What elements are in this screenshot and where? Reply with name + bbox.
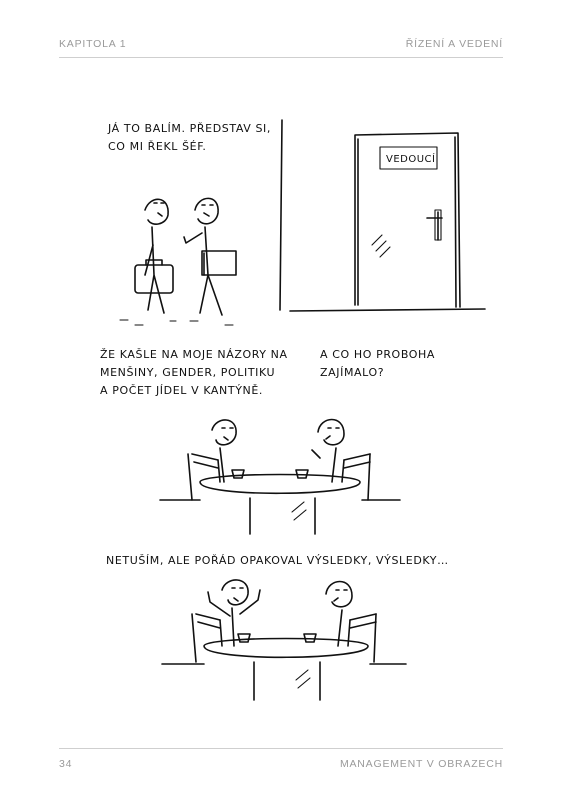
running-footer: 34 Management v obrazech xyxy=(59,758,503,770)
header-rule xyxy=(59,57,503,58)
section-label: Řízení a vedení xyxy=(405,38,503,50)
speech-question: A CO HO PROBOHA ZAJÍMALO? xyxy=(320,348,436,379)
speech-opinions: ŽE KAŠLE NA MOJE NÁZORY NA MENŠINY, GEND… xyxy=(100,348,288,397)
footer-rule xyxy=(59,748,503,749)
comic-panel-results: NETUŠÍM, ALE POŘÁD OPAKOVAL VÝSLEDKY, VÝ… xyxy=(100,550,480,740)
book-title: Management v obrazech xyxy=(339,758,503,770)
speech-results: NETUŠÍM, ALE POŘÁD OPAKOVAL VÝSLEDKY, VÝ… xyxy=(106,554,449,567)
page-number: 34 xyxy=(59,758,73,770)
man-with-briefcase xyxy=(119,198,177,326)
man-with-folders xyxy=(183,197,237,326)
running-header: Kapitola 1 Řízení a vedení xyxy=(59,38,503,50)
walking-scene-illustration: VEDOUCÍ xyxy=(119,119,486,326)
door-sign-text: VEDOUCÍ xyxy=(386,152,435,165)
chapter-label: Kapitola 1 xyxy=(59,38,127,50)
table-talk-illustration xyxy=(159,418,401,535)
speech-walking: JÁ TO BALÍM. PŘEDSTAV SI, CO MI ŘEKL ŠÉF… xyxy=(108,122,271,153)
comic-panel-table-talk: ŽE KAŠLE NA MOJE NÁZORY NA MENŠINY, GEND… xyxy=(100,342,480,542)
comic-panel-walking: JÁ TO BALÍM. PŘEDSTAV SI, CO MI ŘEKL ŠÉF… xyxy=(90,115,490,335)
results-illustration xyxy=(161,579,407,701)
